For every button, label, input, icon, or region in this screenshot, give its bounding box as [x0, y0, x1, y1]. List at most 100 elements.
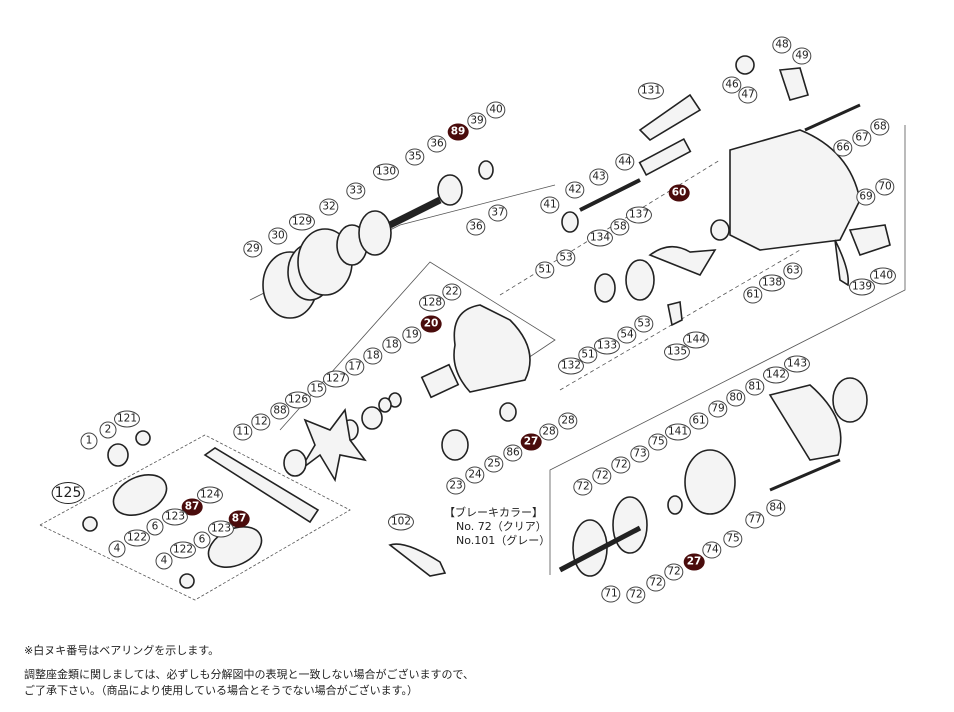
- brake-legend-item: No.101（グレー）: [456, 534, 551, 547]
- part-callout: 44: [615, 153, 635, 171]
- cap-27: [499, 402, 517, 422]
- part-callout: 72: [626, 586, 646, 604]
- star-drag-126: [299, 408, 367, 483]
- part-callout: 4: [108, 540, 126, 558]
- spool-flange: [612, 496, 648, 554]
- part-callout: 1: [80, 432, 98, 450]
- part-60: [710, 219, 730, 241]
- part-callout: 12: [251, 413, 271, 431]
- part-callout: 81: [745, 378, 765, 396]
- part-callout: 51: [578, 346, 598, 364]
- part-callout: 131: [637, 82, 665, 100]
- shim-note-line1: 調整座金類に関しましては、必ずしも分解図中の表現と一致しない場合がございますので…: [24, 668, 475, 681]
- part-callout: 28: [558, 412, 578, 430]
- part-callout: 61: [689, 412, 709, 430]
- part-callout: 63: [783, 262, 803, 280]
- part-callout: 30: [268, 227, 288, 245]
- part-callout: 4: [155, 552, 173, 570]
- part-callout: 127: [322, 370, 350, 388]
- shaft-44: [638, 138, 692, 176]
- part-callout: 72: [664, 563, 684, 581]
- part-callout: 40: [486, 101, 506, 119]
- part-callout: 6: [193, 531, 211, 549]
- part-callout: 77: [745, 511, 765, 529]
- washer-11: [283, 449, 307, 477]
- part-callout: 129: [288, 213, 316, 231]
- part-callout: 134: [586, 229, 614, 247]
- part-callout: 140: [869, 267, 897, 285]
- part-callout: 48: [772, 36, 792, 54]
- part-callout: 138: [758, 274, 786, 292]
- part-callout: 135: [663, 343, 691, 361]
- part-callout: 29: [243, 240, 263, 258]
- part-callout: 72: [592, 467, 612, 485]
- part-callout: 79: [708, 400, 728, 418]
- part-callout: 18: [382, 336, 402, 354]
- part-callout: 27: [683, 553, 705, 571]
- part-callout: 66: [833, 139, 853, 157]
- part-callout: 58: [610, 218, 630, 236]
- part-callout: 126: [284, 391, 312, 409]
- part-callout: 132: [557, 357, 585, 375]
- part-callout: 33: [346, 182, 366, 200]
- part-callout: 123: [207, 520, 235, 538]
- part-callout: 17: [345, 358, 365, 376]
- part-callout: 102: [387, 513, 415, 531]
- part-callout: 74: [702, 541, 722, 559]
- part-callout: 141: [664, 423, 692, 441]
- part-callout: 18: [363, 347, 383, 365]
- reel-frame: [729, 129, 861, 251]
- part-callout: 35: [405, 148, 425, 166]
- part-callout: 80: [726, 389, 746, 407]
- nut-121: [135, 430, 151, 446]
- cover-143: [832, 377, 868, 423]
- part-callout: 23: [446, 477, 466, 495]
- part-callout: 121: [113, 410, 141, 428]
- pinion-35: [437, 174, 463, 206]
- brake-color-legend: 【ブレーキカラー】 No. 72（クリア） No.101（グレー）: [444, 506, 550, 548]
- part-callout: 32: [319, 198, 339, 216]
- part-callout: 36: [466, 218, 486, 236]
- bearing-note: ※白ヌキ番号はベアリングを示します。: [24, 644, 220, 657]
- part-callout: 42: [565, 181, 585, 199]
- part-callout: 122: [169, 541, 197, 559]
- part-callout: 53: [556, 249, 576, 267]
- part-callout: 37: [488, 204, 508, 222]
- part-callout: 6: [146, 518, 164, 536]
- part-callout: 19: [402, 326, 422, 344]
- part-callout: 123: [161, 508, 189, 526]
- part-callout: 36: [427, 135, 447, 153]
- part-callout: 43: [589, 168, 609, 186]
- side-cover-142: [768, 384, 842, 461]
- part-callout: 39: [467, 112, 487, 130]
- part-callout: 130: [372, 163, 400, 181]
- part-54: [594, 273, 616, 303]
- knob-123: [112, 474, 168, 516]
- part-callout: 15: [307, 380, 327, 398]
- part-134: [625, 259, 655, 301]
- group-outline-handle: [39, 434, 351, 601]
- bushing-20: [420, 363, 460, 399]
- brake-legend-title: 【ブレーキカラー】: [444, 506, 543, 519]
- part-callout: 68: [870, 118, 890, 136]
- part-callout: 53: [634, 315, 654, 333]
- group-outline-spool: [549, 125, 906, 575]
- part-callout: 72: [611, 456, 631, 474]
- shaft-130: [388, 196, 442, 229]
- part-callout: 61: [743, 286, 763, 304]
- part-callout: 75: [648, 433, 668, 451]
- part-callout: 11: [233, 423, 253, 441]
- part-callout: 143: [783, 355, 811, 373]
- part-callout: 47: [738, 86, 758, 104]
- part-callout: 142: [762, 366, 790, 384]
- part-callout: 128: [418, 294, 446, 312]
- part-callout: 137: [625, 206, 653, 224]
- part-callout: 2: [99, 421, 117, 439]
- part-callout: 72: [573, 478, 593, 496]
- part-callout: 75: [723, 530, 743, 548]
- cover-131: [638, 93, 702, 142]
- part-callout: 133: [593, 337, 621, 355]
- part-callout: 24: [465, 466, 485, 484]
- handle-arm-124: [203, 447, 320, 524]
